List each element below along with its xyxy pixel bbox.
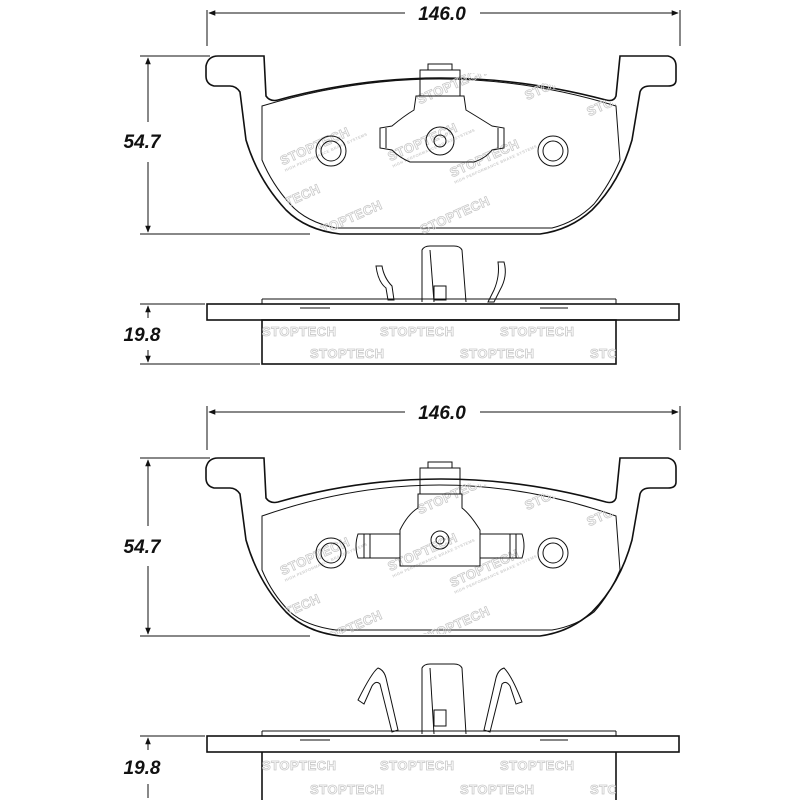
svg-text:STOPTECH: STOPTECH <box>590 782 665 797</box>
svg-text:STOPTECH: STOPTECH <box>281 254 355 298</box>
svg-text:STOPTECH: STOPTECH <box>460 346 535 361</box>
svg-text:STOPTECH: STOPTECH <box>262 758 337 773</box>
svg-text:STOPTECH: STOPTECH <box>262 324 337 339</box>
svg-text:STOPTECH: STOPTECH <box>418 193 492 237</box>
backing-plate-edge <box>206 735 680 753</box>
svg-text:STOPTECH: STOPTECH <box>310 607 384 651</box>
backing-plate <box>205 55 677 235</box>
svg-text:STOPTECH: STOPTECH <box>500 758 575 773</box>
svg-text:STOPTECH: STOPTECH <box>522 59 596 103</box>
backing-plate <box>205 457 677 637</box>
pad-view-top: 146.0 54.7 STOPTECH STOPTECH STOPTECH ST… <box>124 2 681 365</box>
thickness-label: 19.8 <box>124 758 161 779</box>
height-label: 54.7 <box>124 132 162 153</box>
right-boss <box>537 135 569 167</box>
thickness-dimension: 19.8 <box>124 735 205 798</box>
width-dimension: 146.0 <box>206 403 681 450</box>
right-boss <box>537 537 569 569</box>
spring-clip-front <box>355 461 525 567</box>
svg-text:STOPTECH: STOPTECH <box>418 603 492 647</box>
svg-text:STOPTECH: STOPTECH <box>380 758 455 773</box>
width-label: 146.0 <box>418 4 466 25</box>
watermark: STOPTECH STOPTECH STOPTECH STOPTECH STOP… <box>248 2 626 298</box>
svg-text:STOPTECH: STOPTECH <box>584 485 658 529</box>
svg-text:STOPTECH: STOPTECH <box>248 181 322 225</box>
friction-material-edge <box>261 319 617 365</box>
width-dimension: 146.0 <box>206 4 681 46</box>
left-boss <box>315 135 347 167</box>
height-dimension: 54.7 <box>124 457 310 637</box>
svg-text:STOPTECH: STOPTECH <box>552 2 626 46</box>
edge-view: STOPTECH STOPTECH STOPTECH STOPTECH STOP… <box>206 245 680 365</box>
height-label: 54.7 <box>124 537 162 558</box>
height-dimension: 54.7 <box>124 55 310 235</box>
svg-text:STOPTECH: STOPTECH <box>590 346 665 361</box>
spring-clip-front <box>379 63 505 163</box>
thickness-label: 19.8 <box>124 325 161 346</box>
svg-text:STOPTECH: STOPTECH <box>310 346 385 361</box>
friction-material <box>261 78 621 229</box>
friction-material <box>261 484 621 631</box>
svg-text:STOPTECH: STOPTECH <box>380 324 455 339</box>
left-boss <box>315 537 347 569</box>
edge-view: STOPTECH STOPTECH STOPTECH STOPTECH STOP… <box>206 663 680 800</box>
thickness-dimension: 19.8 <box>124 303 260 365</box>
width-label: 146.0 <box>418 403 466 424</box>
svg-text:STOPTECH: STOPTECH <box>310 782 385 797</box>
pad-view-bottom: 146.0 54.7 STOPTECH STOPTECH STOPTECH ST… <box>124 403 681 800</box>
backing-plate-edge <box>206 303 680 321</box>
svg-text:STOPTECH: STOPTECH <box>552 412 626 456</box>
svg-text:STOPTECH: STOPTECH <box>500 324 575 339</box>
svg-text:STOPTECH: STOPTECH <box>460 782 535 797</box>
svg-text:STOPTECH: STOPTECH <box>281 664 355 708</box>
